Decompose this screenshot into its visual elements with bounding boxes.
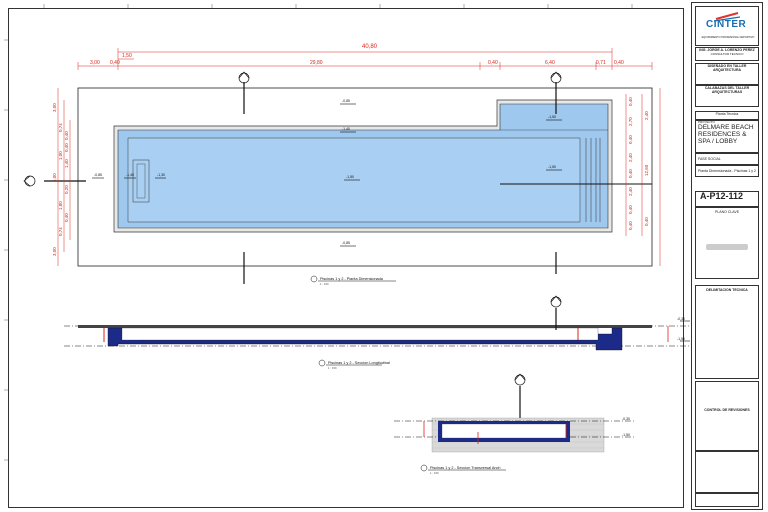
- longitudinal-section: -0,30 -1,50: [64, 317, 690, 351]
- dim-text: 0,40: [628, 135, 633, 144]
- approval-box: DELIMITACION TECNICA: [695, 285, 759, 379]
- level-label: -1,30: [157, 173, 165, 177]
- project-box: PROYECTO DELMARE BEACH RESIDENCES & SPA …: [695, 119, 759, 153]
- office-box-2: CALABAZAS DEL TALLER ARQUITECTURAS: [695, 85, 759, 107]
- dim-text: 0,40: [628, 205, 633, 214]
- client-name: ING. JORGE A. LORENZO PEREZ: [699, 48, 755, 52]
- caption-plan: Piscinas 1 y 2 - Planta Dimensionada: [320, 277, 384, 281]
- dim-text: 3,00: [52, 103, 57, 112]
- dim-text: 0,40: [110, 60, 120, 66]
- dim-text: 29,80: [310, 60, 323, 66]
- dim-text: 0,74: [58, 227, 63, 236]
- dim-text: 0,40: [628, 221, 633, 230]
- level-label: -0,85: [342, 241, 350, 245]
- dim-text: 5,00: [52, 173, 57, 182]
- level-label: -1,40: [126, 173, 134, 177]
- dim-text: 1,50: [122, 53, 132, 59]
- revisions-box: CONTROL DE REVISIONES: [695, 381, 759, 451]
- office-title: DISEÑADO EN TALLER ARQUITECTURA: [707, 64, 747, 72]
- section-level: -0,30: [622, 417, 630, 421]
- section-level: -1,50: [622, 433, 630, 437]
- caption-transverse: Piscinas 1 y 2 - Seccion Transversal Anc…: [430, 466, 501, 470]
- dimension-lines: [57, 48, 661, 266]
- sheet-title-box: Planta Dimensionada - Piscinas 1 y 2: [695, 165, 759, 177]
- steps-left: [132, 159, 150, 203]
- deck-outline: [77, 87, 653, 267]
- cinter-logo-icon: [713, 12, 741, 22]
- sheet-title: Planta Dimensionada - Piscinas 1 y 2: [698, 169, 756, 173]
- project-label: PROYECTO: [698, 120, 715, 124]
- dim-text: 12,60: [644, 164, 649, 176]
- phase-box: FASE SOCIAL: [695, 153, 759, 165]
- dim-overall: 40,80: [362, 44, 378, 50]
- signature-box: [695, 451, 759, 493]
- logo-text: CINTER: [706, 19, 747, 30]
- level-label: -1,40: [342, 127, 350, 131]
- level-label: -1,50: [548, 115, 556, 119]
- level-label: -0,85: [94, 173, 102, 177]
- dim-text: 2,70: [628, 117, 633, 126]
- revisions-title: CONTROL DE REVISIONES: [704, 408, 750, 412]
- dim-text: 0,40: [64, 143, 69, 152]
- dim-text: 2,40: [628, 187, 633, 196]
- dim-text: 2,40: [628, 153, 633, 162]
- transverse-section: -0,30 -1,50: [394, 417, 636, 453]
- dim-text: 1,80: [58, 201, 63, 210]
- dim-text: 0,40: [628, 97, 633, 106]
- title-block: CINTER EQUIPAMIENTO PROFESIONAL DEPORTIV…: [691, 2, 763, 510]
- section-level: -0,30: [677, 317, 685, 321]
- dim-text: 6,40: [545, 60, 555, 66]
- section-marker-a: [23, 71, 562, 386]
- dim-text: 0,40: [488, 60, 498, 66]
- dim-text: 0,20: [64, 185, 69, 194]
- sheet-frame: [8, 8, 684, 508]
- stamp-box: [695, 493, 759, 507]
- client-role: CONSULTOR TECNICO: [710, 52, 744, 56]
- level-label: -0,85: [342, 99, 350, 103]
- caption-scale: 1 : 150: [320, 282, 329, 286]
- office-box: DISEÑADO EN TALLER ARQUITECTURA: [695, 63, 759, 85]
- project-name: DELMARE BEACH RESIDENCES & SPA / LOBBY: [698, 124, 754, 145]
- logo-box: CINTER EQUIPAMIENTO PROFESIONAL DEPORTIV…: [695, 6, 759, 46]
- dim-text: 0,40: [64, 213, 69, 222]
- dim-text: 2,40: [644, 111, 649, 120]
- office-title-2: CALABAZAS DEL TALLER ARQUITECTURAS: [704, 86, 750, 94]
- logo-subtitle: EQUIPAMIENTO PROFESIONAL DEPORTIVO: [701, 36, 755, 39]
- dim-text: 1,00: [58, 151, 63, 160]
- approval-title: DELIMITACION TECNICA: [706, 288, 748, 292]
- keyplan-label: PLANO CLAVE: [714, 210, 740, 214]
- section-level: -1,50: [677, 337, 685, 341]
- sheet-type-box: Planta Tecnica: [695, 111, 759, 121]
- sheet-code-box: A-P12-112: [695, 191, 759, 207]
- dim-text: 0,74: [58, 123, 63, 132]
- dim-text: 0,40: [644, 217, 649, 226]
- phase-label: FASE SOCIAL: [698, 157, 721, 161]
- dim-text: 3,00: [90, 60, 100, 66]
- dim-text: 0,40: [628, 169, 633, 178]
- sheet-code: A-P12-112: [700, 191, 744, 201]
- sheet-type: Planta Tecnica: [715, 112, 739, 116]
- caption-scale: 1 : 150: [430, 471, 439, 475]
- caption-longitudinal: Piscinas 1 y 2 - Seccion Longitudinal: [328, 361, 390, 365]
- caption-scale: 1 : 150: [328, 366, 337, 370]
- dim-text: 0,71: [596, 60, 606, 66]
- dim-text: 3,00: [52, 247, 57, 256]
- dim-text: 0,40: [64, 131, 69, 140]
- keyplan-thumbnail: [706, 244, 748, 250]
- client-box: ING. JORGE A. LORENZO PEREZ CONSULTOR TE…: [695, 47, 759, 61]
- level-label: -1,50: [346, 175, 354, 179]
- level-label: -1,50: [548, 165, 556, 169]
- dim-text: 1,40: [64, 159, 69, 168]
- keyplan-box: PLANO CLAVE: [695, 207, 759, 279]
- dim-text: 0,40: [614, 60, 624, 66]
